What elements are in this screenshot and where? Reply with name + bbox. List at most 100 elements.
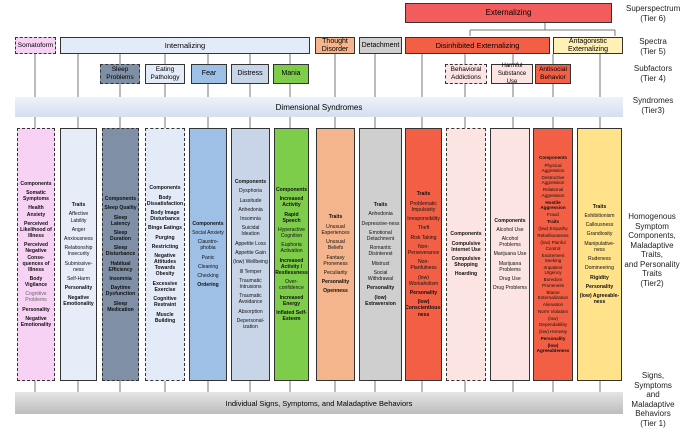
column-item: Negative Emotionality (63, 294, 94, 307)
column-item: Mistrust (371, 260, 390, 267)
column-item: Social Withdrawal (367, 270, 394, 283)
column-item: Daytime Dysfunction (105, 285, 136, 298)
column-item: Components (20, 180, 52, 187)
syndromes-bar: Dimensional Syndromes (15, 97, 623, 117)
column-item: Alienation (542, 302, 564, 308)
column-item: Checking (197, 273, 219, 280)
column-item: Irresponsibility (407, 216, 440, 223)
column-item: Rudeness (588, 256, 611, 263)
column-item: Relational Aggression (541, 187, 565, 198)
column-item: Perceived Likelihood of Illness (20, 220, 52, 240)
column-item: Anxiousness (64, 236, 93, 243)
column-item: Negative Emotionality (20, 316, 52, 329)
superspectrum-label: Externalizing (485, 8, 532, 17)
column-item: Components (450, 231, 482, 238)
column-item: Sleep Quality (104, 205, 137, 212)
column-item: Cognitive Restraint (153, 296, 177, 309)
column-item: Personality (585, 283, 614, 290)
subfactor-harmful-substance-use: Harmful Substance Use (491, 63, 533, 85)
column-item: Absorption (238, 308, 263, 315)
column-item: Cleaning (197, 263, 219, 270)
column-item: Destructive Aggression (541, 174, 565, 186)
column-item: Marijuana Problems (498, 260, 522, 273)
column-item: Risk Taking (410, 234, 437, 241)
column-item: Non-Planfulness (410, 259, 437, 272)
signs-bar: Individual Signs, Symptoms, and Maladapt… (15, 392, 623, 414)
column-item: Exhibitionism (584, 212, 615, 219)
column-item: Insomnia (109, 276, 132, 283)
subfactor-antisocial-behavior: Antisocial Behavior (535, 64, 571, 84)
column-item: Components (192, 220, 224, 227)
column-item: Binge Eatings (148, 225, 182, 232)
column-item: Insomnia (240, 216, 261, 223)
column-item: Somatic Symptoms (22, 190, 50, 203)
column-item: (low) Workaholism (408, 274, 439, 287)
column-item: Components (234, 178, 267, 185)
column-item: Alcohol Problems (499, 236, 521, 249)
column-item: Callousness (585, 222, 614, 229)
column-item: Blame Externalization (537, 289, 569, 301)
tier-label-syndromes: Syndromes (Tier3) (632, 96, 674, 115)
column-item: Personality (321, 279, 350, 286)
column-item: Muscle Building (154, 311, 176, 324)
subfactor-eating-pathology: Eating Pathology (145, 64, 185, 84)
column-item: Unusual Beliefs (326, 239, 345, 252)
column-item: Body Vigilance (24, 275, 48, 289)
column-item: Ordering (197, 282, 219, 289)
column-item: (low) Dependability (539, 316, 567, 327)
subfactor-mania: Mania (273, 64, 309, 84)
column-item: Excitement Seeking (541, 252, 565, 264)
column-item: Perceived Negative Conse-quences of Illn… (22, 242, 50, 273)
column-item: Sleep Disturbance (105, 245, 136, 258)
column-item: Traits (416, 191, 431, 198)
column-item: Norm Violation (537, 309, 569, 315)
column-item: Impatient Urgency (543, 265, 563, 276)
column-item: Traits (373, 202, 388, 209)
column-item: (low) Agreeableness (536, 342, 570, 354)
column-item: Hyperactive Cognition (278, 226, 305, 240)
column-item: Unusual Experiences (321, 223, 350, 236)
column-item: Personality (22, 306, 50, 313)
column-item: Boredom Proneness (542, 277, 564, 288)
column-item: Inflated Self-Esteem (276, 309, 307, 322)
column-item: Traits (546, 219, 560, 225)
column-item: Fantasy Proneness (323, 254, 348, 267)
column-item: Peculiarity (323, 269, 348, 276)
spectrum-somatoform: Somatoform (15, 37, 56, 54)
spectrum-detachment: Detachment (359, 37, 402, 54)
column-item: Domineering (585, 265, 614, 272)
column-item: Personality (409, 290, 438, 297)
column-item: Appetite Loss (235, 240, 266, 247)
column-item: (low) Wellbeing (233, 259, 268, 266)
column-item: Cognitive Problems (25, 291, 47, 304)
column-item: Personality (366, 285, 395, 292)
column-item: Compulsive Internet Use (451, 240, 481, 253)
column-item: Anger (71, 226, 86, 233)
column-item: Emotional Detachment (366, 229, 395, 243)
column-item: Hoarding (454, 271, 478, 278)
column-item: Grandiosity (586, 231, 613, 238)
column-item: (low) Conscientious-ness (405, 299, 442, 318)
column-item: Appetite Gain (235, 250, 266, 256)
column-item: Negative Attitudes Towards Obesity (153, 253, 177, 278)
column-item: Components (538, 155, 568, 161)
column-item: Openness (323, 288, 348, 295)
column-item: Manipulative-ness (584, 240, 615, 253)
column-item: Over-confidence (279, 279, 304, 292)
subfactor-behavioral-addictions: Behavioral Addictions (445, 64, 487, 84)
column-item: Compulsive Shopping (451, 256, 481, 269)
column-item: Body Image Disturbance (150, 209, 180, 223)
column-item: Rigidity (590, 274, 609, 281)
column-item: Non-Perseverance (407, 243, 440, 256)
tier-label-superspectrum: Superspectrum (Tier 6) (626, 4, 680, 23)
column-item: Excessive Exercise (152, 280, 178, 293)
column-item: Dysphoria (239, 188, 262, 195)
